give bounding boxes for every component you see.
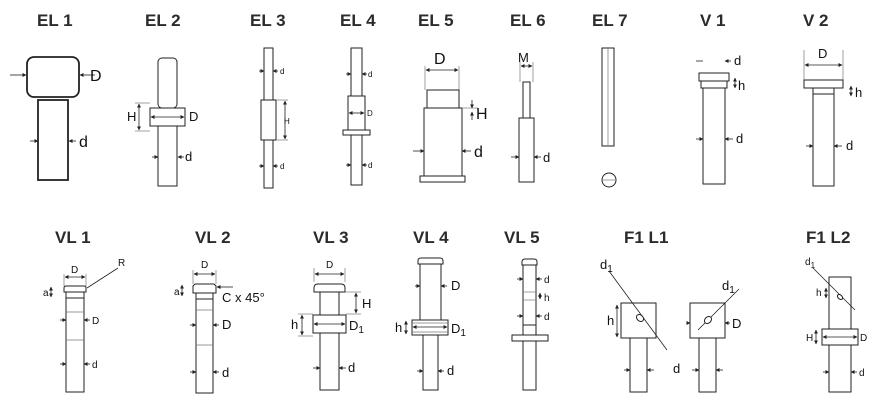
label-D: D (90, 68, 102, 85)
part-vl4: D h D1 d (395, 257, 466, 391)
label-d1: d1 (805, 257, 816, 270)
part-vl5: d h d (511, 258, 550, 391)
part-f1l2: d1 h H D d (805, 257, 867, 393)
label-D: D (818, 46, 827, 61)
part-el3: d H d (259, 47, 290, 189)
title-el7: EL 7 (592, 11, 628, 30)
part-el7 (601, 47, 617, 188)
label-D: D (201, 260, 208, 271)
label-d: d (185, 149, 192, 164)
label-h: h (607, 313, 614, 328)
title-vl2: VL 2 (195, 228, 231, 247)
label-d: d (543, 150, 550, 165)
label-d: d (673, 361, 680, 376)
label-D: D (92, 316, 99, 327)
part-vl3: D H h D1 d (291, 260, 371, 391)
label-h: h (738, 78, 745, 93)
label-D: D (326, 260, 333, 271)
label-D: D (189, 109, 198, 124)
title-v2: V 2 (803, 11, 829, 30)
label-d: d (544, 275, 550, 286)
label-D: D (860, 333, 867, 344)
label-H: H (806, 333, 813, 344)
label-d: d (280, 67, 284, 76)
part-el2: H D d (127, 57, 198, 187)
label-h: h (816, 288, 822, 299)
label-d: d (544, 312, 550, 323)
label-d: d (348, 360, 355, 375)
part-el1: D d (10, 56, 102, 181)
label-a: a (43, 288, 49, 299)
label-h: h (855, 85, 862, 100)
label-d: d (474, 144, 483, 161)
label-H: H (284, 117, 290, 126)
label-chamfer: C x 45° (222, 290, 265, 305)
label-d1: d1 (600, 257, 613, 275)
part-vl2: D a C x 45° D d (174, 260, 265, 394)
label-h: h (291, 317, 298, 332)
title-v1: V 1 (700, 11, 726, 30)
label-H: H (476, 106, 488, 123)
title-f1l2: F1 L2 (806, 228, 850, 247)
label-M: M (518, 50, 529, 65)
part-vl1: D R a D d (43, 258, 125, 393)
title-el2: EL 2 (145, 11, 181, 30)
title-el4: EL 4 (340, 11, 376, 30)
label-h: h (544, 293, 550, 304)
part-el6: M d (511, 50, 550, 183)
label-d: d (736, 131, 743, 146)
part-v1: d h d (696, 53, 745, 185)
part-el4: d D d (342, 47, 373, 186)
title-vl4: VL 4 (413, 228, 449, 247)
label-D: D (222, 317, 231, 332)
label-D1: D1 (349, 318, 364, 336)
part-v2: D h d (803, 46, 862, 187)
title-el3: EL 3 (250, 11, 286, 30)
title-vl3: VL 3 (313, 228, 349, 247)
title-el1: EL 1 (37, 11, 73, 30)
label-d: d (368, 161, 372, 170)
label-H: H (362, 296, 371, 311)
label-D1: D1 (451, 321, 466, 339)
label-d: d (859, 368, 865, 379)
label-D: D (732, 316, 741, 331)
label-D: D (367, 109, 373, 118)
label-d: d (447, 363, 454, 378)
label-H: H (127, 109, 136, 124)
label-D: D (451, 278, 460, 293)
title-vl1: VL 1 (55, 228, 91, 247)
title-el5: EL 5 (418, 11, 454, 30)
part-el5: D H d (413, 51, 488, 183)
label-R: R (118, 258, 125, 269)
label-d: d (846, 138, 853, 153)
part-f1l1: d1 h d d1 D (600, 257, 741, 393)
label-D: D (71, 265, 78, 276)
label-d: d (368, 70, 372, 79)
label-d: d (222, 365, 229, 380)
label-h: h (395, 320, 402, 335)
label-a: a (174, 287, 180, 298)
label-d: d (79, 134, 88, 151)
title-el6: EL 6 (510, 11, 546, 30)
label-D: D (434, 51, 446, 68)
label-d: d (734, 53, 741, 68)
label-d: d (280, 162, 284, 171)
title-vl5: VL 5 (504, 228, 540, 247)
label-d1: d1 (722, 278, 735, 296)
label-d: d (92, 360, 98, 371)
title-f1l1: F1 L1 (624, 228, 668, 247)
